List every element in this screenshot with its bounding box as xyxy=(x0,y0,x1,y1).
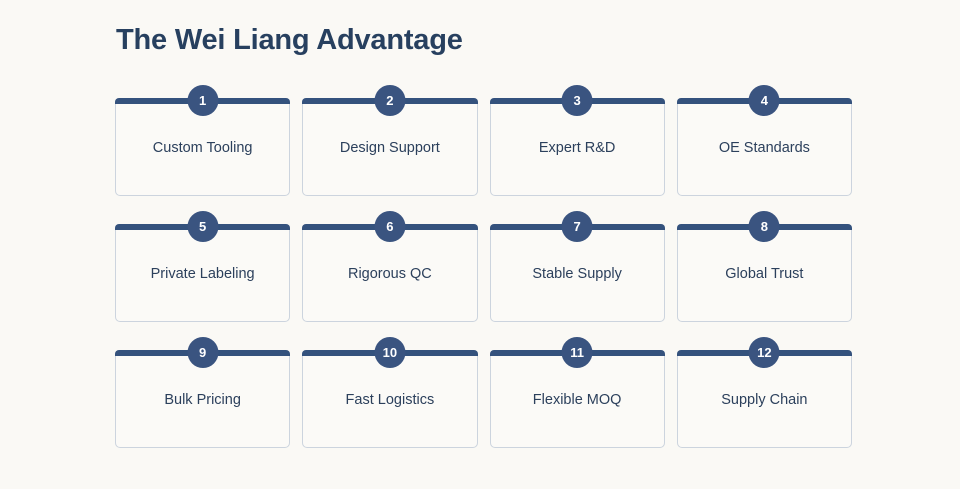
card-label: OE Standards xyxy=(718,140,810,156)
advantage-card-grid: 1 Custom Tooling 2 Design Support 3 Expe… xyxy=(115,85,852,448)
card-number-badge: 2 xyxy=(374,85,406,116)
card-number-badge: 6 xyxy=(374,211,406,242)
card-label: Bulk Pricing xyxy=(164,392,241,408)
card-number-badge: 3 xyxy=(561,85,593,116)
advantage-card[interactable]: 9 Bulk Pricing xyxy=(115,337,291,448)
advantage-card[interactable]: 10 Fast Logistics xyxy=(302,337,478,448)
card-number-badge: 4 xyxy=(748,85,780,116)
card-number-badge: 9 xyxy=(187,337,219,368)
advantage-card[interactable]: 12 Supply Chain xyxy=(676,337,852,448)
card-number-badge: 10 xyxy=(374,337,406,368)
card-number-badge: 1 xyxy=(187,85,219,116)
card-label: Rigorous QC xyxy=(347,266,432,282)
card-label: Global Trust xyxy=(725,266,804,282)
card-label: Custom Tooling xyxy=(152,140,253,156)
advantage-card[interactable]: 2 Design Support xyxy=(302,85,478,196)
card-label: Stable Supply xyxy=(532,266,622,282)
card-number-badge: 5 xyxy=(187,211,219,242)
card-label: Design Support xyxy=(339,140,440,156)
advantage-card[interactable]: 6 Rigorous QC xyxy=(302,211,478,322)
advantage-card[interactable]: 7 Stable Supply xyxy=(489,211,665,322)
card-number-badge: 7 xyxy=(561,211,593,242)
card-label: Flexible MOQ xyxy=(532,392,622,408)
card-label: Supply Chain xyxy=(721,392,808,408)
card-label: Fast Logistics xyxy=(345,392,435,408)
advantage-card[interactable]: 1 Custom Tooling xyxy=(115,85,291,196)
advantage-card[interactable]: 4 OE Standards xyxy=(676,85,852,196)
card-label: Expert R&D xyxy=(538,140,616,156)
card-number-badge: 8 xyxy=(748,211,780,242)
advantage-card[interactable]: 5 Private Labeling xyxy=(115,211,291,322)
card-number-badge: 11 xyxy=(561,337,593,368)
card-number-badge: 12 xyxy=(748,337,780,368)
advantage-card[interactable]: 3 Expert R&D xyxy=(489,85,665,196)
page-title: The Wei Liang Advantage xyxy=(116,24,463,56)
advantage-card[interactable]: 11 Flexible MOQ xyxy=(489,337,665,448)
advantage-card[interactable]: 8 Global Trust xyxy=(676,211,852,322)
card-label: Private Labeling xyxy=(150,266,255,282)
